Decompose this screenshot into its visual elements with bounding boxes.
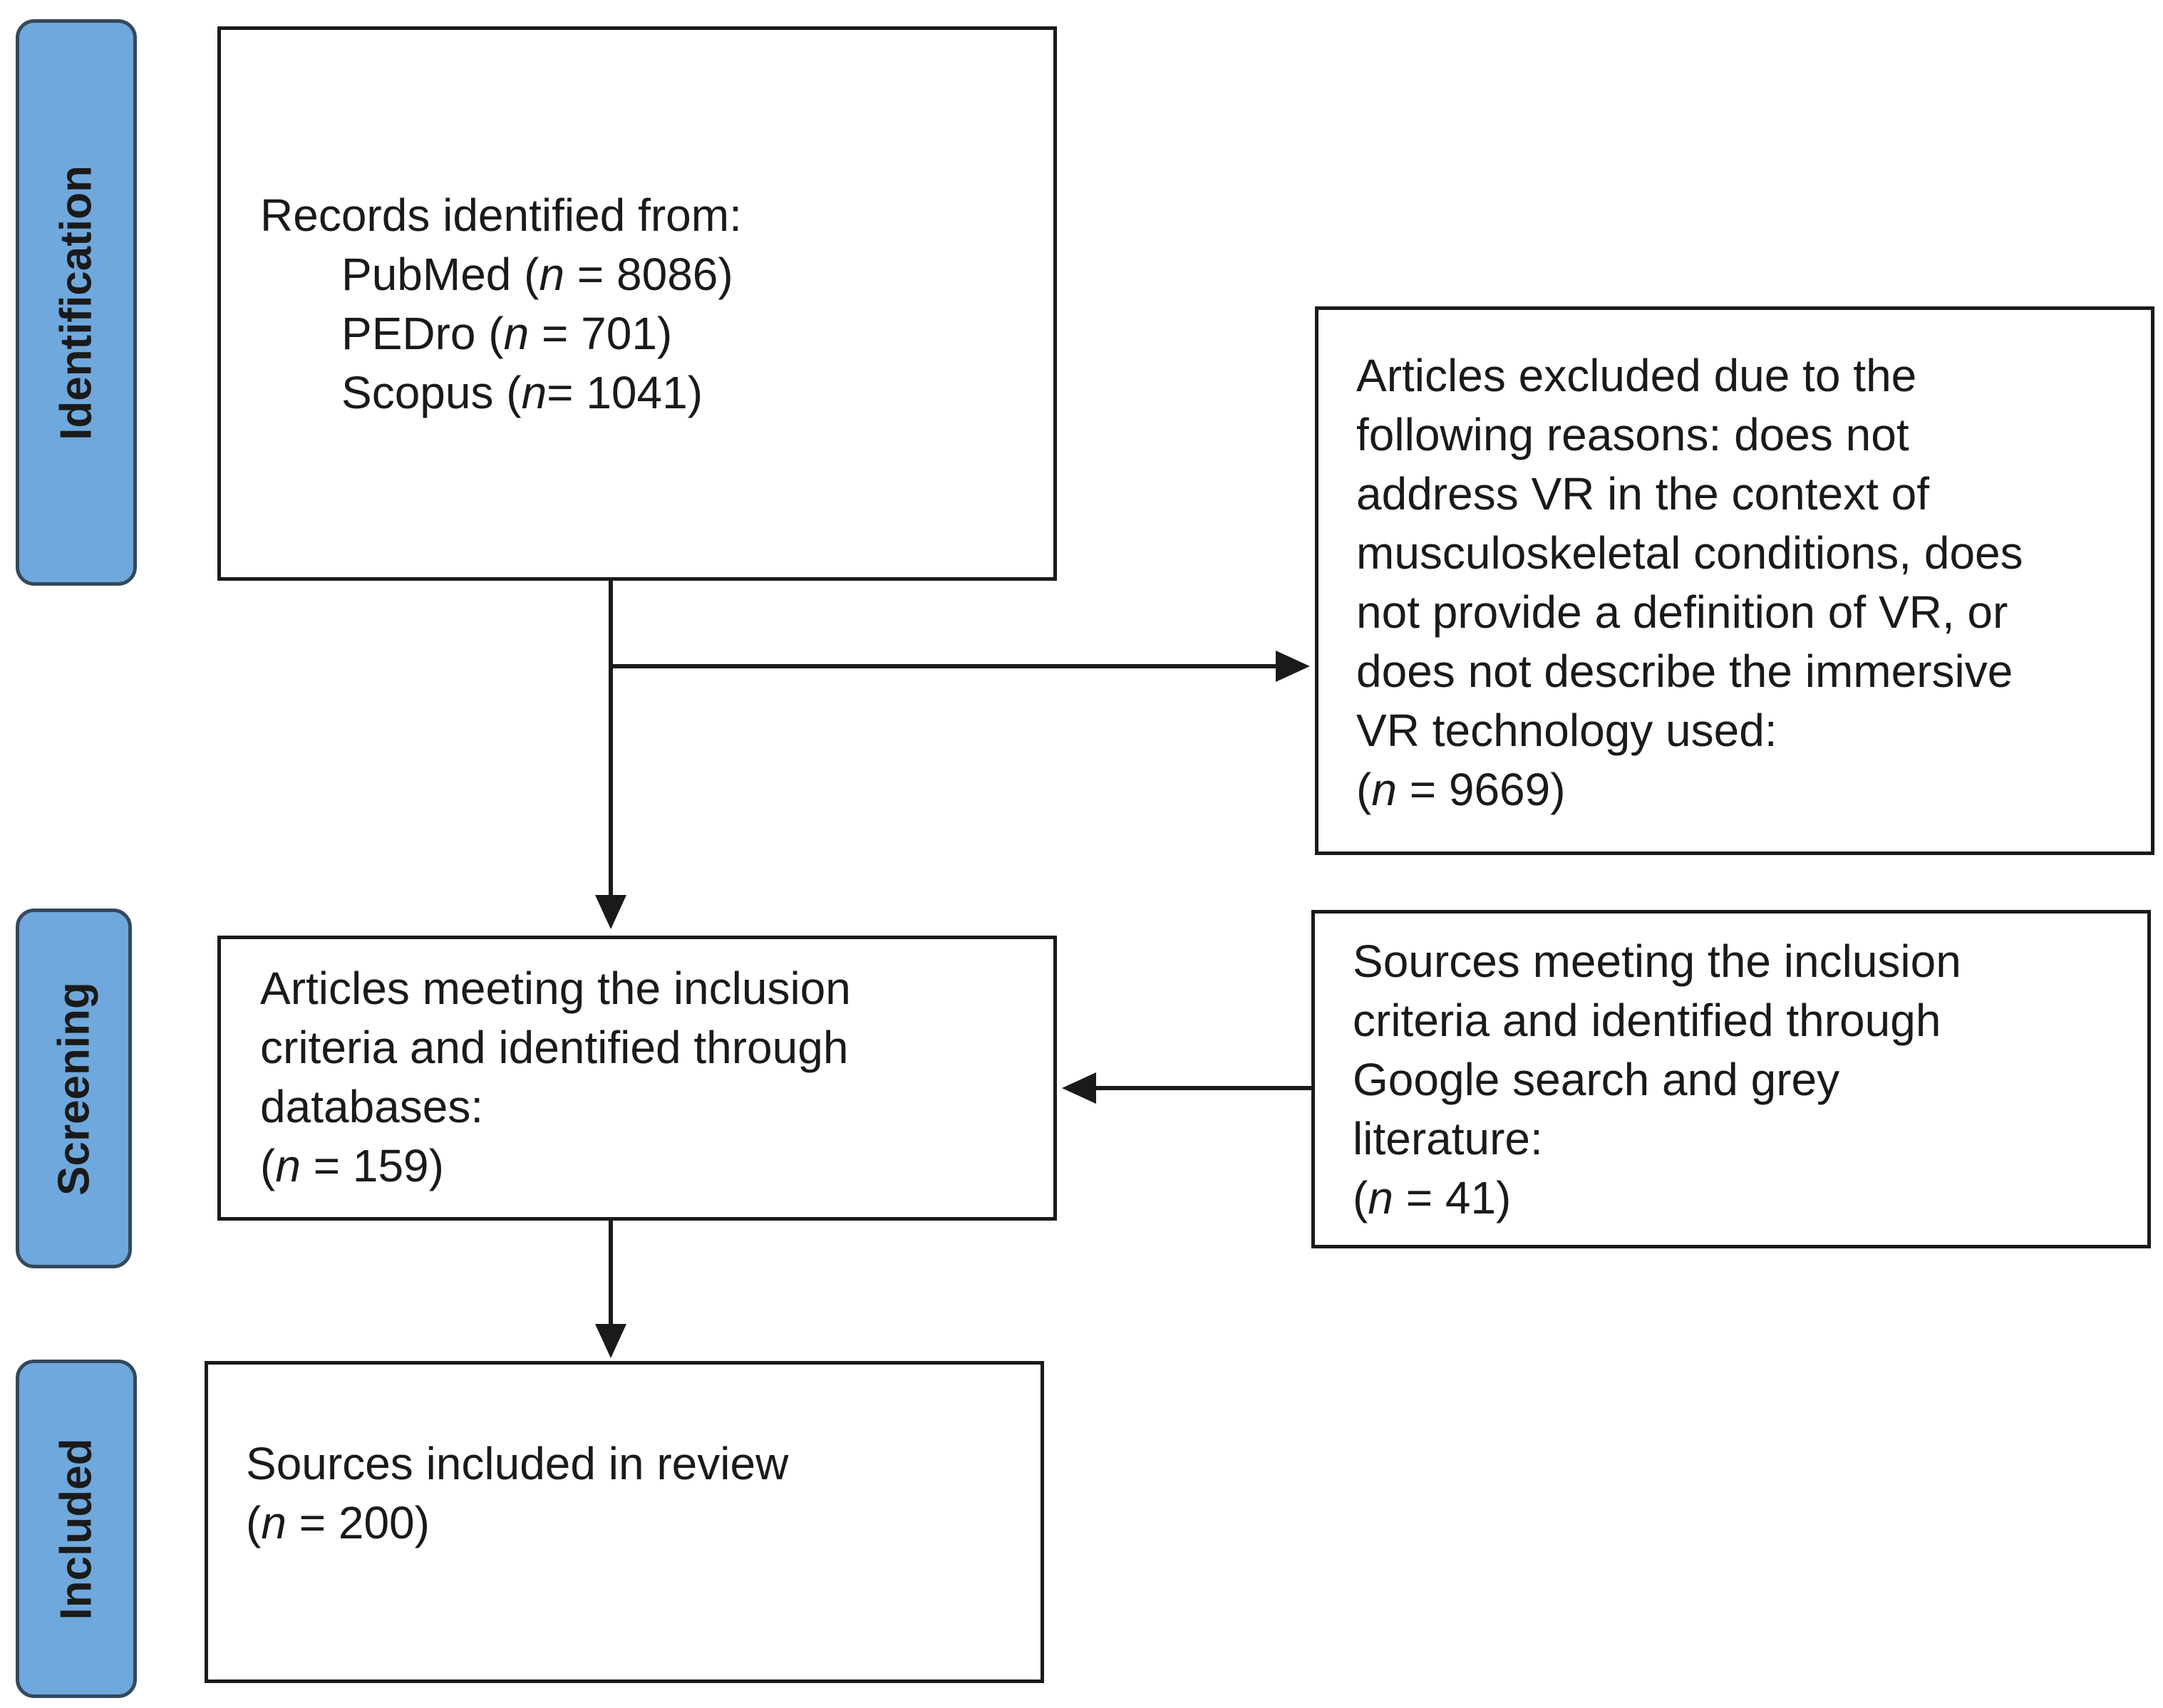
- source-pedro: PEDro (n = 701): [341, 308, 673, 359]
- screening-count: (n = 159): [260, 1140, 444, 1191]
- arrowhead-records-to-screening: [595, 895, 626, 929]
- screening-line: databases:: [260, 1081, 484, 1132]
- excluded-line: VR technology used:: [1356, 705, 1777, 756]
- grey-line: criteria and identified through: [1353, 995, 1941, 1046]
- excluded-line: not provide a definition of VR, or: [1356, 586, 2008, 638]
- grey-line: literature:: [1353, 1113, 1543, 1164]
- grey-line: Sources meeting the inclusion: [1353, 936, 1961, 987]
- included-sources-text: Sources included in review (n = 200): [246, 1434, 788, 1553]
- arrowhead-grey-to-screening: [1062, 1072, 1096, 1104]
- excluded-line: musculoskeletal conditions, does: [1356, 527, 2023, 579]
- excluded-line: following reasons: does not: [1356, 409, 1909, 460]
- excluded-line: Articles excluded due to the: [1356, 350, 1917, 401]
- phase-included: Included: [16, 1360, 137, 1698]
- grey-line: Google search and grey: [1353, 1054, 1840, 1105]
- arrowhead-screening-to-included: [595, 1324, 626, 1358]
- included-sources-box: [205, 1361, 1044, 1683]
- excluded-articles-text: Articles excluded due to the following r…: [1356, 346, 2023, 819]
- screening-articles-text: Articles meeting the inclusion criteria …: [260, 959, 851, 1196]
- arrowhead-to-excluded: [1276, 651, 1310, 682]
- source-scopus: Scopus (n= 1041): [341, 367, 703, 418]
- phase-screening: Screening: [16, 909, 132, 1268]
- source-pubmed: PubMed (n = 8086): [341, 249, 733, 300]
- grey-count: (n = 41): [1353, 1172, 1512, 1223]
- phase-identification: Identification: [16, 19, 137, 586]
- excluded-line: address VR in the context of: [1356, 468, 1929, 519]
- screening-line: criteria and identified through: [260, 1022, 849, 1073]
- records-heading: Records identified from:: [260, 190, 742, 241]
- included-count: (n = 200): [246, 1497, 430, 1548]
- screening-line: Articles meeting the inclusion: [260, 963, 851, 1014]
- excluded-count: (n = 9669): [1356, 764, 1566, 815]
- records-identified-text: Records identified from: PubMed (n = 808…: [260, 186, 742, 423]
- excluded-articles-box: [1315, 306, 2154, 855]
- included-line: Sources included in review: [246, 1438, 789, 1489]
- grey-literature-text: Sources meeting the inclusion criteria a…: [1353, 932, 1961, 1228]
- screening-articles-box: [217, 936, 1057, 1221]
- grey-literature-box: [1311, 910, 2151, 1248]
- excluded-line: does not describe the immersive: [1356, 646, 2013, 697]
- records-identified-box: [217, 26, 1057, 581]
